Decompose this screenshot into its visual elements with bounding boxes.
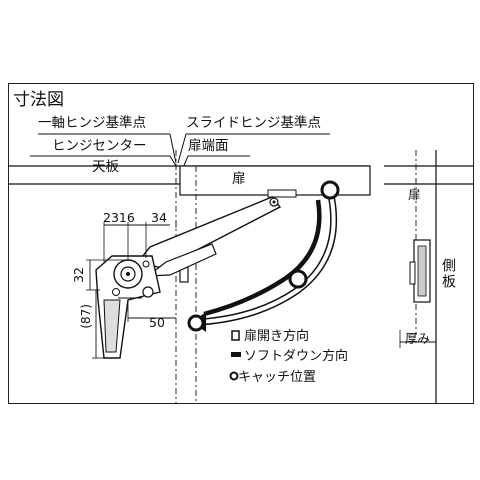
hinge-center-label: ヒンジセンター <box>52 138 147 154</box>
side-board-label: 側板 <box>440 258 456 290</box>
legend-catch-symbol <box>229 371 239 381</box>
door-end-face-label: 扉端面 <box>188 138 229 154</box>
door-label: 扉 <box>232 171 246 187</box>
dimension-23: 23 <box>103 210 119 225</box>
top-board-label: 天板 <box>92 159 119 175</box>
page-title: 寸法図 <box>13 90 64 110</box>
catch-position-end <box>187 314 205 332</box>
side-door-label: 扉 <box>408 187 421 202</box>
dimension-16: 16 <box>118 210 135 225</box>
dimension-32: 32 <box>71 267 86 283</box>
slide-hinge-ref-label: スライドヒンジ基準点 <box>186 115 321 131</box>
catch-position-top <box>320 180 340 200</box>
dimension-50: 50 <box>149 315 165 330</box>
dimension-34: 34 <box>151 210 167 225</box>
catch-position-mid <box>288 269 308 289</box>
legend-soft-down: ソフトダウン方向 <box>244 349 349 364</box>
legend-catch-position: キャッチ位置 <box>238 370 317 385</box>
drawing-frame <box>8 83 474 404</box>
legend-open-direction: 扉開き方向 <box>244 329 310 344</box>
legend-soft-symbol <box>231 352 241 357</box>
legend-open-symbol <box>231 330 240 341</box>
thickness-label: 厚み <box>405 331 431 346</box>
dimension-23-16: 2316 <box>103 210 135 225</box>
hinge-arm-lower <box>146 243 217 277</box>
dimension-87: (87) <box>79 304 93 329</box>
soft-down-arc <box>203 199 322 317</box>
axis-hinge-ref-label: 一軸ヒンジ基準点 <box>38 115 146 131</box>
